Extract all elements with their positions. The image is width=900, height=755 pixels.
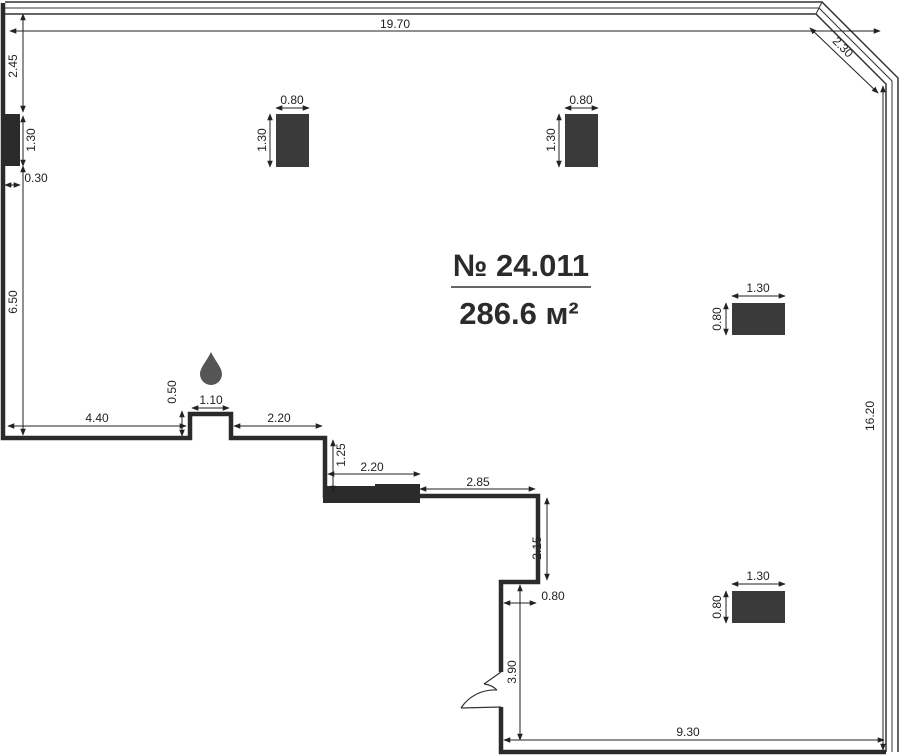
dim-entrance-height: 3.90 bbox=[505, 660, 519, 684]
column-3-height: 0.80 bbox=[710, 307, 724, 331]
column-4-height: 0.80 bbox=[710, 595, 724, 619]
dim-step-run-2: 2.20 bbox=[360, 460, 384, 474]
column-4-width: 1.30 bbox=[746, 569, 770, 583]
room-number: № 24.011 bbox=[453, 248, 589, 283]
dim-step-drop-2: 2.15 bbox=[530, 536, 544, 560]
step-wall-block-1 bbox=[323, 486, 375, 503]
dim-top-width: 19.70 bbox=[380, 17, 410, 31]
column-2 bbox=[565, 114, 598, 167]
column-2-width: 0.80 bbox=[569, 93, 593, 107]
dimension-labels: 19.70 2.30 2.45 1.30 0.30 6.50 4.40 0.50… bbox=[6, 17, 877, 739]
dim-corner-diagonal: 2.30 bbox=[830, 34, 857, 61]
water-drop-icon bbox=[200, 352, 222, 385]
column-4 bbox=[732, 591, 785, 623]
solid-wall bbox=[0, 3, 886, 755]
dimension-lines bbox=[4, 13, 886, 751]
dim-left-top-gap: 2.45 bbox=[6, 54, 20, 78]
dim-left-pillar-height: 1.30 bbox=[24, 128, 38, 152]
column-1-height: 1.30 bbox=[255, 128, 269, 152]
step-wall-block-2 bbox=[375, 484, 420, 503]
dim-right-height: 16.20 bbox=[863, 401, 877, 431]
dim-step-run-3: 2.85 bbox=[466, 475, 490, 489]
dim-step-run-1: 2.20 bbox=[267, 411, 291, 425]
dim-niche-width: 1.10 bbox=[199, 393, 223, 407]
door-swing-icon bbox=[460, 671, 502, 709]
column-3 bbox=[732, 303, 785, 335]
room-area: 286.6 м² bbox=[459, 296, 578, 331]
column-1-width: 0.80 bbox=[280, 93, 304, 107]
dim-left-height: 6.50 bbox=[6, 290, 20, 314]
dim-left-pillar-depth: 0.30 bbox=[24, 171, 48, 185]
dim-bottom-left-run: 4.40 bbox=[85, 411, 109, 425]
column-2-height: 1.30 bbox=[544, 128, 558, 152]
dim-step-drop-1: 1.25 bbox=[334, 443, 348, 467]
room-label: № 24.011 286.6 м² bbox=[451, 248, 591, 331]
left-wall-pillar bbox=[2, 114, 20, 166]
glazed-wall bbox=[5, 1, 899, 752]
dim-step-inset: 0.80 bbox=[541, 589, 565, 603]
column-1 bbox=[276, 114, 309, 167]
dim-bottom-width: 9.30 bbox=[676, 725, 700, 739]
column-3-width: 1.30 bbox=[746, 281, 770, 295]
dim-niche-depth: 0.50 bbox=[165, 380, 179, 404]
